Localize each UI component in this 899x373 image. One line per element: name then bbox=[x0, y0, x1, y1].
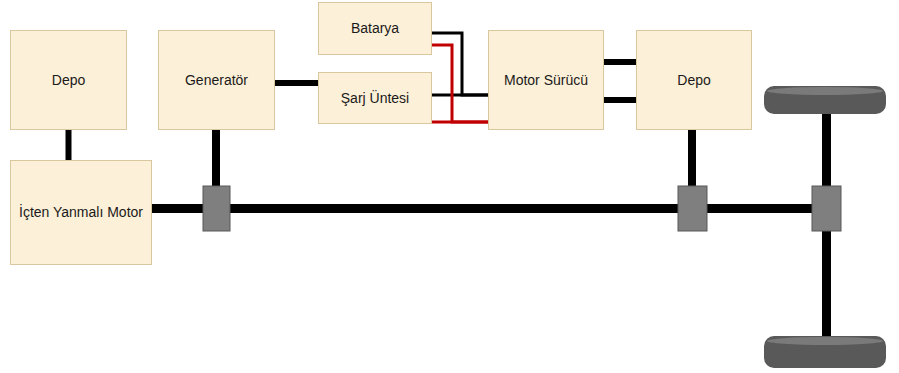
box-label: Şarj Üntesi bbox=[341, 90, 409, 107]
process-box: Generatör bbox=[158, 30, 275, 130]
coupling bbox=[203, 186, 230, 231]
connector-line bbox=[604, 97, 636, 103]
process-box: Şarj Üntesi bbox=[318, 72, 432, 124]
box-content: Depo bbox=[52, 72, 85, 89]
wheel-body bbox=[764, 86, 886, 114]
connector-line bbox=[432, 45, 488, 122]
differential bbox=[812, 186, 841, 231]
box-label: Motor Sürücü bbox=[504, 72, 588, 89]
box-content: Motor Sürücü bbox=[504, 72, 588, 89]
box-label: Depo bbox=[677, 72, 710, 89]
wheel bbox=[764, 336, 886, 368]
motor-shaft bbox=[688, 128, 696, 188]
wheel-body bbox=[764, 336, 886, 368]
process-box: Depo bbox=[636, 30, 752, 130]
process-box: Depo bbox=[10, 30, 127, 130]
connector-line bbox=[432, 121, 488, 124]
wheel-face bbox=[767, 337, 883, 345]
wheel bbox=[764, 86, 886, 114]
box-content: Şarj Üntesi bbox=[341, 90, 409, 107]
wheel-face bbox=[767, 87, 883, 95]
box-content: Depo bbox=[677, 72, 710, 89]
box-content: Batarya bbox=[351, 20, 399, 37]
box-content: Generatör bbox=[185, 72, 248, 89]
box-content: İçten Yanmalı Motor bbox=[19, 204, 143, 221]
process-box: İçten Yanmalı Motor bbox=[10, 160, 152, 265]
box-label: Depo bbox=[52, 72, 85, 89]
box-label: Generatör bbox=[185, 72, 248, 89]
box-label: Batarya bbox=[351, 20, 399, 37]
process-box: Motor Sürücü bbox=[488, 30, 604, 130]
coupling bbox=[678, 186, 707, 231]
box-label: İçten Yanmalı Motor bbox=[19, 204, 143, 221]
connector-line bbox=[66, 130, 72, 160]
connector-line bbox=[604, 59, 636, 65]
process-box: Batarya bbox=[318, 2, 432, 55]
connector-line bbox=[275, 80, 318, 86]
connector-line bbox=[432, 33, 488, 95]
generator-shaft bbox=[212, 128, 220, 188]
connector-line bbox=[432, 94, 488, 97]
